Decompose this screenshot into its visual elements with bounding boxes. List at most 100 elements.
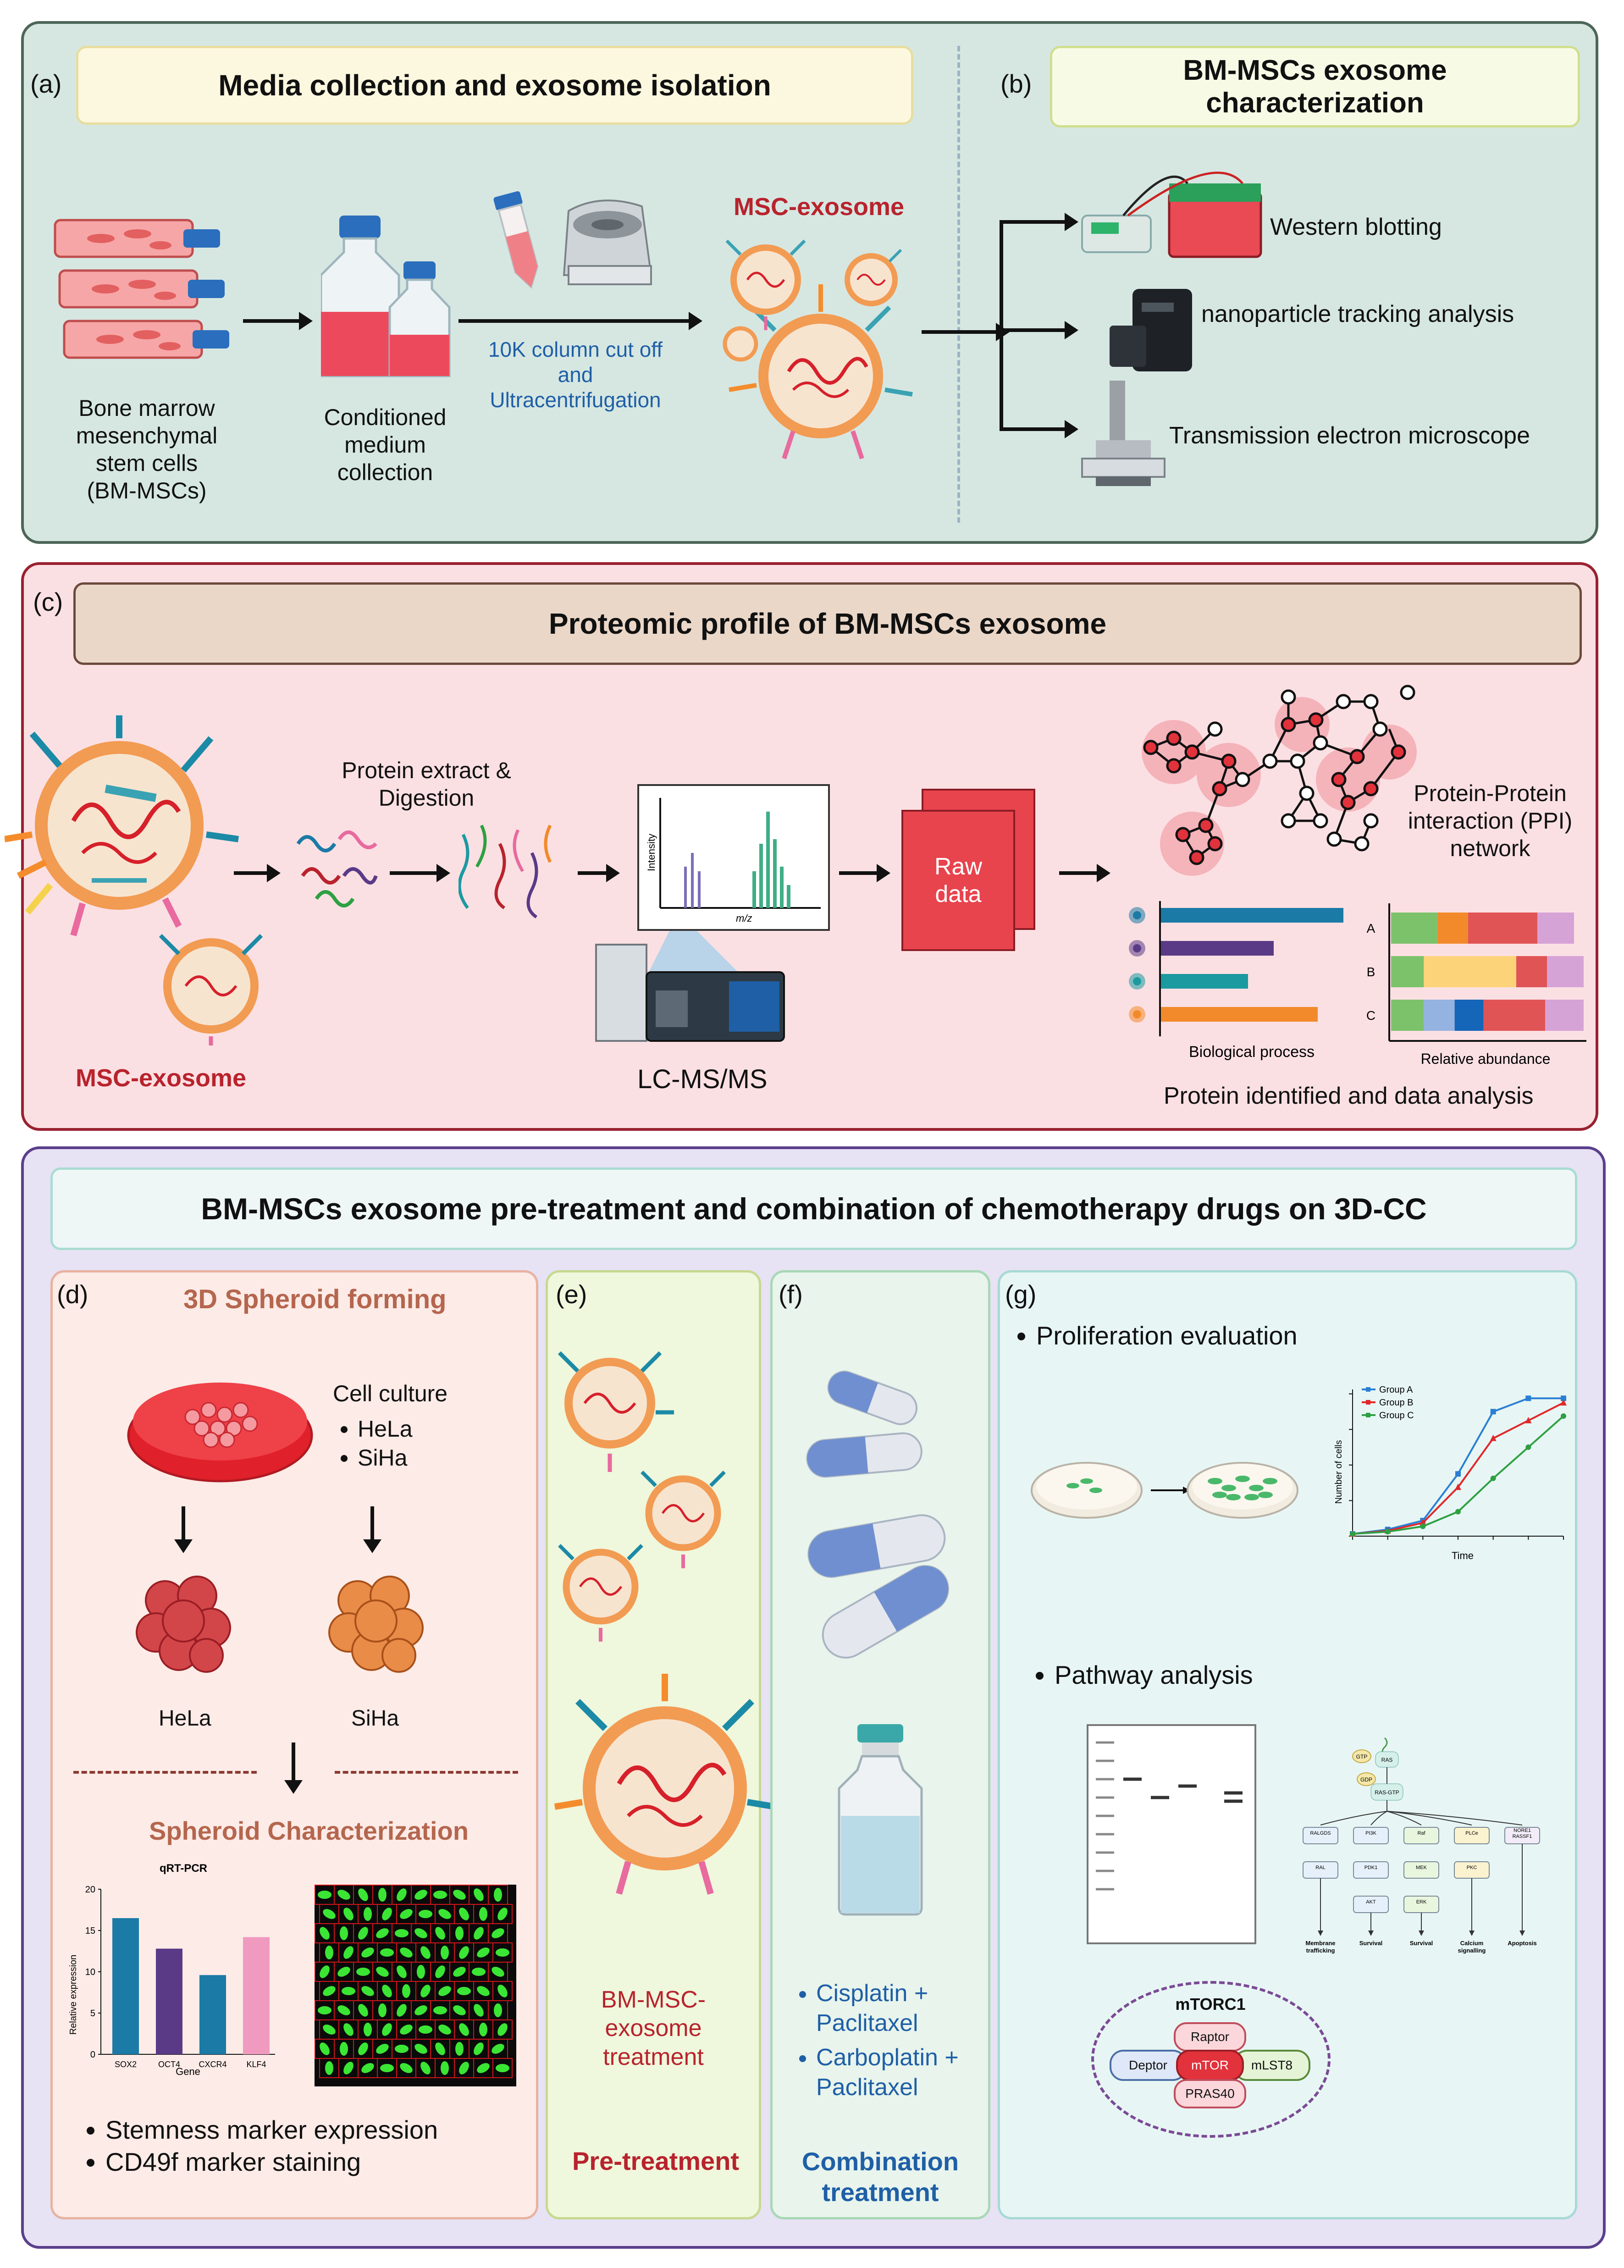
pathway-node bbox=[1403, 1827, 1439, 1844]
cell-nucleus bbox=[496, 1948, 509, 1957]
cell-nucleus bbox=[318, 2006, 331, 2014]
cell-nucleus bbox=[479, 1907, 487, 1921]
raptor-node: Raptor bbox=[1174, 2022, 1246, 2052]
cell-nucleus bbox=[378, 1888, 387, 1902]
cell-nucleus bbox=[395, 1929, 409, 1937]
pathway-node-label: PKC bbox=[1467, 1865, 1477, 1870]
panel-a-letter: (a) bbox=[30, 69, 62, 98]
cell-nucleus bbox=[323, 1986, 336, 1996]
abundance-segment bbox=[1454, 1000, 1484, 1031]
arrow-c5 bbox=[1059, 864, 1110, 882]
growth-point bbox=[1420, 1523, 1426, 1529]
peptide-strands bbox=[458, 824, 552, 918]
cell-nucleus bbox=[358, 2004, 368, 2017]
cell-nucleus bbox=[400, 2025, 413, 2035]
svg-text:GTP: GTP bbox=[1356, 1754, 1368, 1760]
pathway-outcome: Survival bbox=[1359, 1940, 1383, 1947]
culture-item: HeLa bbox=[358, 1415, 413, 1444]
cell-nucleus bbox=[474, 2042, 484, 2055]
qpcr-xtick-label: SOX2 bbox=[115, 2060, 137, 2069]
cell-nucleus bbox=[453, 1967, 466, 1977]
abundance-segment bbox=[1437, 913, 1468, 944]
growth-ylabel: Number of cells bbox=[1334, 1440, 1344, 1504]
abundance-row-label: C bbox=[1366, 1008, 1375, 1023]
pathway-node bbox=[1303, 1827, 1338, 1844]
cell-nucleus bbox=[320, 1965, 330, 1978]
cell-nucleus bbox=[400, 1947, 413, 1958]
growth-point bbox=[1561, 1395, 1566, 1401]
cell-nucleus bbox=[414, 2044, 427, 2054]
g-bullet1: Proliferation evaluation bbox=[1009, 1321, 1298, 1350]
bio-bar bbox=[1160, 1007, 1318, 1022]
arrow-b2 bbox=[1000, 321, 1078, 339]
cell-nucleus bbox=[376, 1928, 389, 1938]
growth-point bbox=[1490, 1475, 1496, 1481]
pathway-node bbox=[1353, 1861, 1389, 1879]
cell-nucleus bbox=[435, 1927, 445, 1940]
cell-nucleus bbox=[435, 2042, 445, 2055]
analysis-label: Protein identified and data analysis bbox=[1164, 1083, 1534, 1109]
bio-marker-dot bbox=[1133, 911, 1141, 919]
branch-line bbox=[1000, 220, 1003, 431]
cell-nucleus bbox=[323, 1909, 336, 1919]
cell-nucleus bbox=[453, 2005, 466, 2015]
hela-label: HeLa bbox=[159, 1706, 211, 1731]
cell-nucleus bbox=[325, 1946, 333, 1959]
cell-nucleus bbox=[492, 1967, 504, 1977]
method-nta: nanoparticle tracking analysis bbox=[1201, 301, 1514, 327]
bio-bar bbox=[1160, 908, 1343, 923]
abundance-segment bbox=[1391, 913, 1437, 944]
d-bullets: Stemness marker expression CD49f marker … bbox=[78, 2114, 438, 2178]
arrow-a2 bbox=[458, 312, 702, 330]
panel-a-title: Media collection and exosome isolation bbox=[76, 46, 913, 125]
cell-nucleus bbox=[402, 1984, 410, 1998]
abundance-segment bbox=[1537, 913, 1574, 944]
g-bullet-item: Pathway analysis bbox=[1055, 1660, 1253, 1690]
legend-marker bbox=[1366, 1400, 1370, 1405]
cell-nucleus bbox=[318, 1891, 331, 1899]
arrow-c2 bbox=[390, 864, 450, 882]
abundance-chart: ABC Relative abundance bbox=[1366, 903, 1586, 1067]
pathway-node-label: PI3K bbox=[1365, 1831, 1377, 1836]
cell-nucleus bbox=[472, 1968, 486, 1976]
pathway-node-label: RAL bbox=[1315, 1865, 1325, 1870]
method-western: Western blotting bbox=[1270, 214, 1442, 240]
mass-spectrum: Intensity m/z bbox=[637, 784, 830, 931]
qpcr-ylabel: Relative expression bbox=[68, 1955, 78, 2035]
cell-nucleus bbox=[438, 1909, 451, 1919]
exosome-small-2 bbox=[845, 249, 902, 306]
pathway-outcome: signalling bbox=[1458, 1947, 1486, 1954]
qpcr-xtick-label: KLF4 bbox=[246, 2060, 266, 2069]
pathway-arrowhead bbox=[1519, 1931, 1525, 1936]
hela-spheroid bbox=[136, 1576, 231, 1673]
tem-instrument bbox=[1081, 381, 1166, 486]
ms-xlabel: m/z bbox=[736, 913, 752, 924]
pathway-outcome: Membrane bbox=[1305, 1940, 1335, 1947]
culture-item: SiHa bbox=[358, 1444, 413, 1472]
pathway-node-label: RALGDS bbox=[1310, 1831, 1331, 1836]
abundance-segment bbox=[1483, 1000, 1545, 1031]
growth-point bbox=[1525, 1395, 1531, 1401]
cell-nucleus bbox=[380, 1948, 394, 1957]
ppi-network bbox=[1142, 685, 1417, 876]
cell-nucleus bbox=[337, 2005, 350, 2015]
pathway-edge bbox=[1320, 1811, 1387, 1825]
drug-vial bbox=[838, 1724, 923, 1916]
pathway-outcome: Apoptosis bbox=[1508, 1940, 1537, 1947]
cell-nucleus bbox=[497, 1985, 508, 1997]
legend-marker bbox=[1366, 1387, 1370, 1392]
growth-point bbox=[1455, 1509, 1461, 1515]
pathway-edge bbox=[1386, 1811, 1472, 1825]
arrow-d2 bbox=[363, 1506, 381, 1553]
cell-nucleus bbox=[414, 2005, 427, 2015]
centrifuge bbox=[563, 199, 652, 285]
cell-nucleus bbox=[361, 1986, 374, 1996]
cell-nucleus bbox=[382, 2023, 392, 2036]
growth-point bbox=[1525, 1444, 1531, 1450]
cell-nucleus bbox=[477, 1986, 490, 1996]
cell-nucleus bbox=[337, 1890, 350, 1900]
growth-point bbox=[1561, 1413, 1566, 1419]
abundance-segment bbox=[1391, 956, 1424, 987]
extract-label: Protein extract & Digestion bbox=[342, 758, 511, 811]
